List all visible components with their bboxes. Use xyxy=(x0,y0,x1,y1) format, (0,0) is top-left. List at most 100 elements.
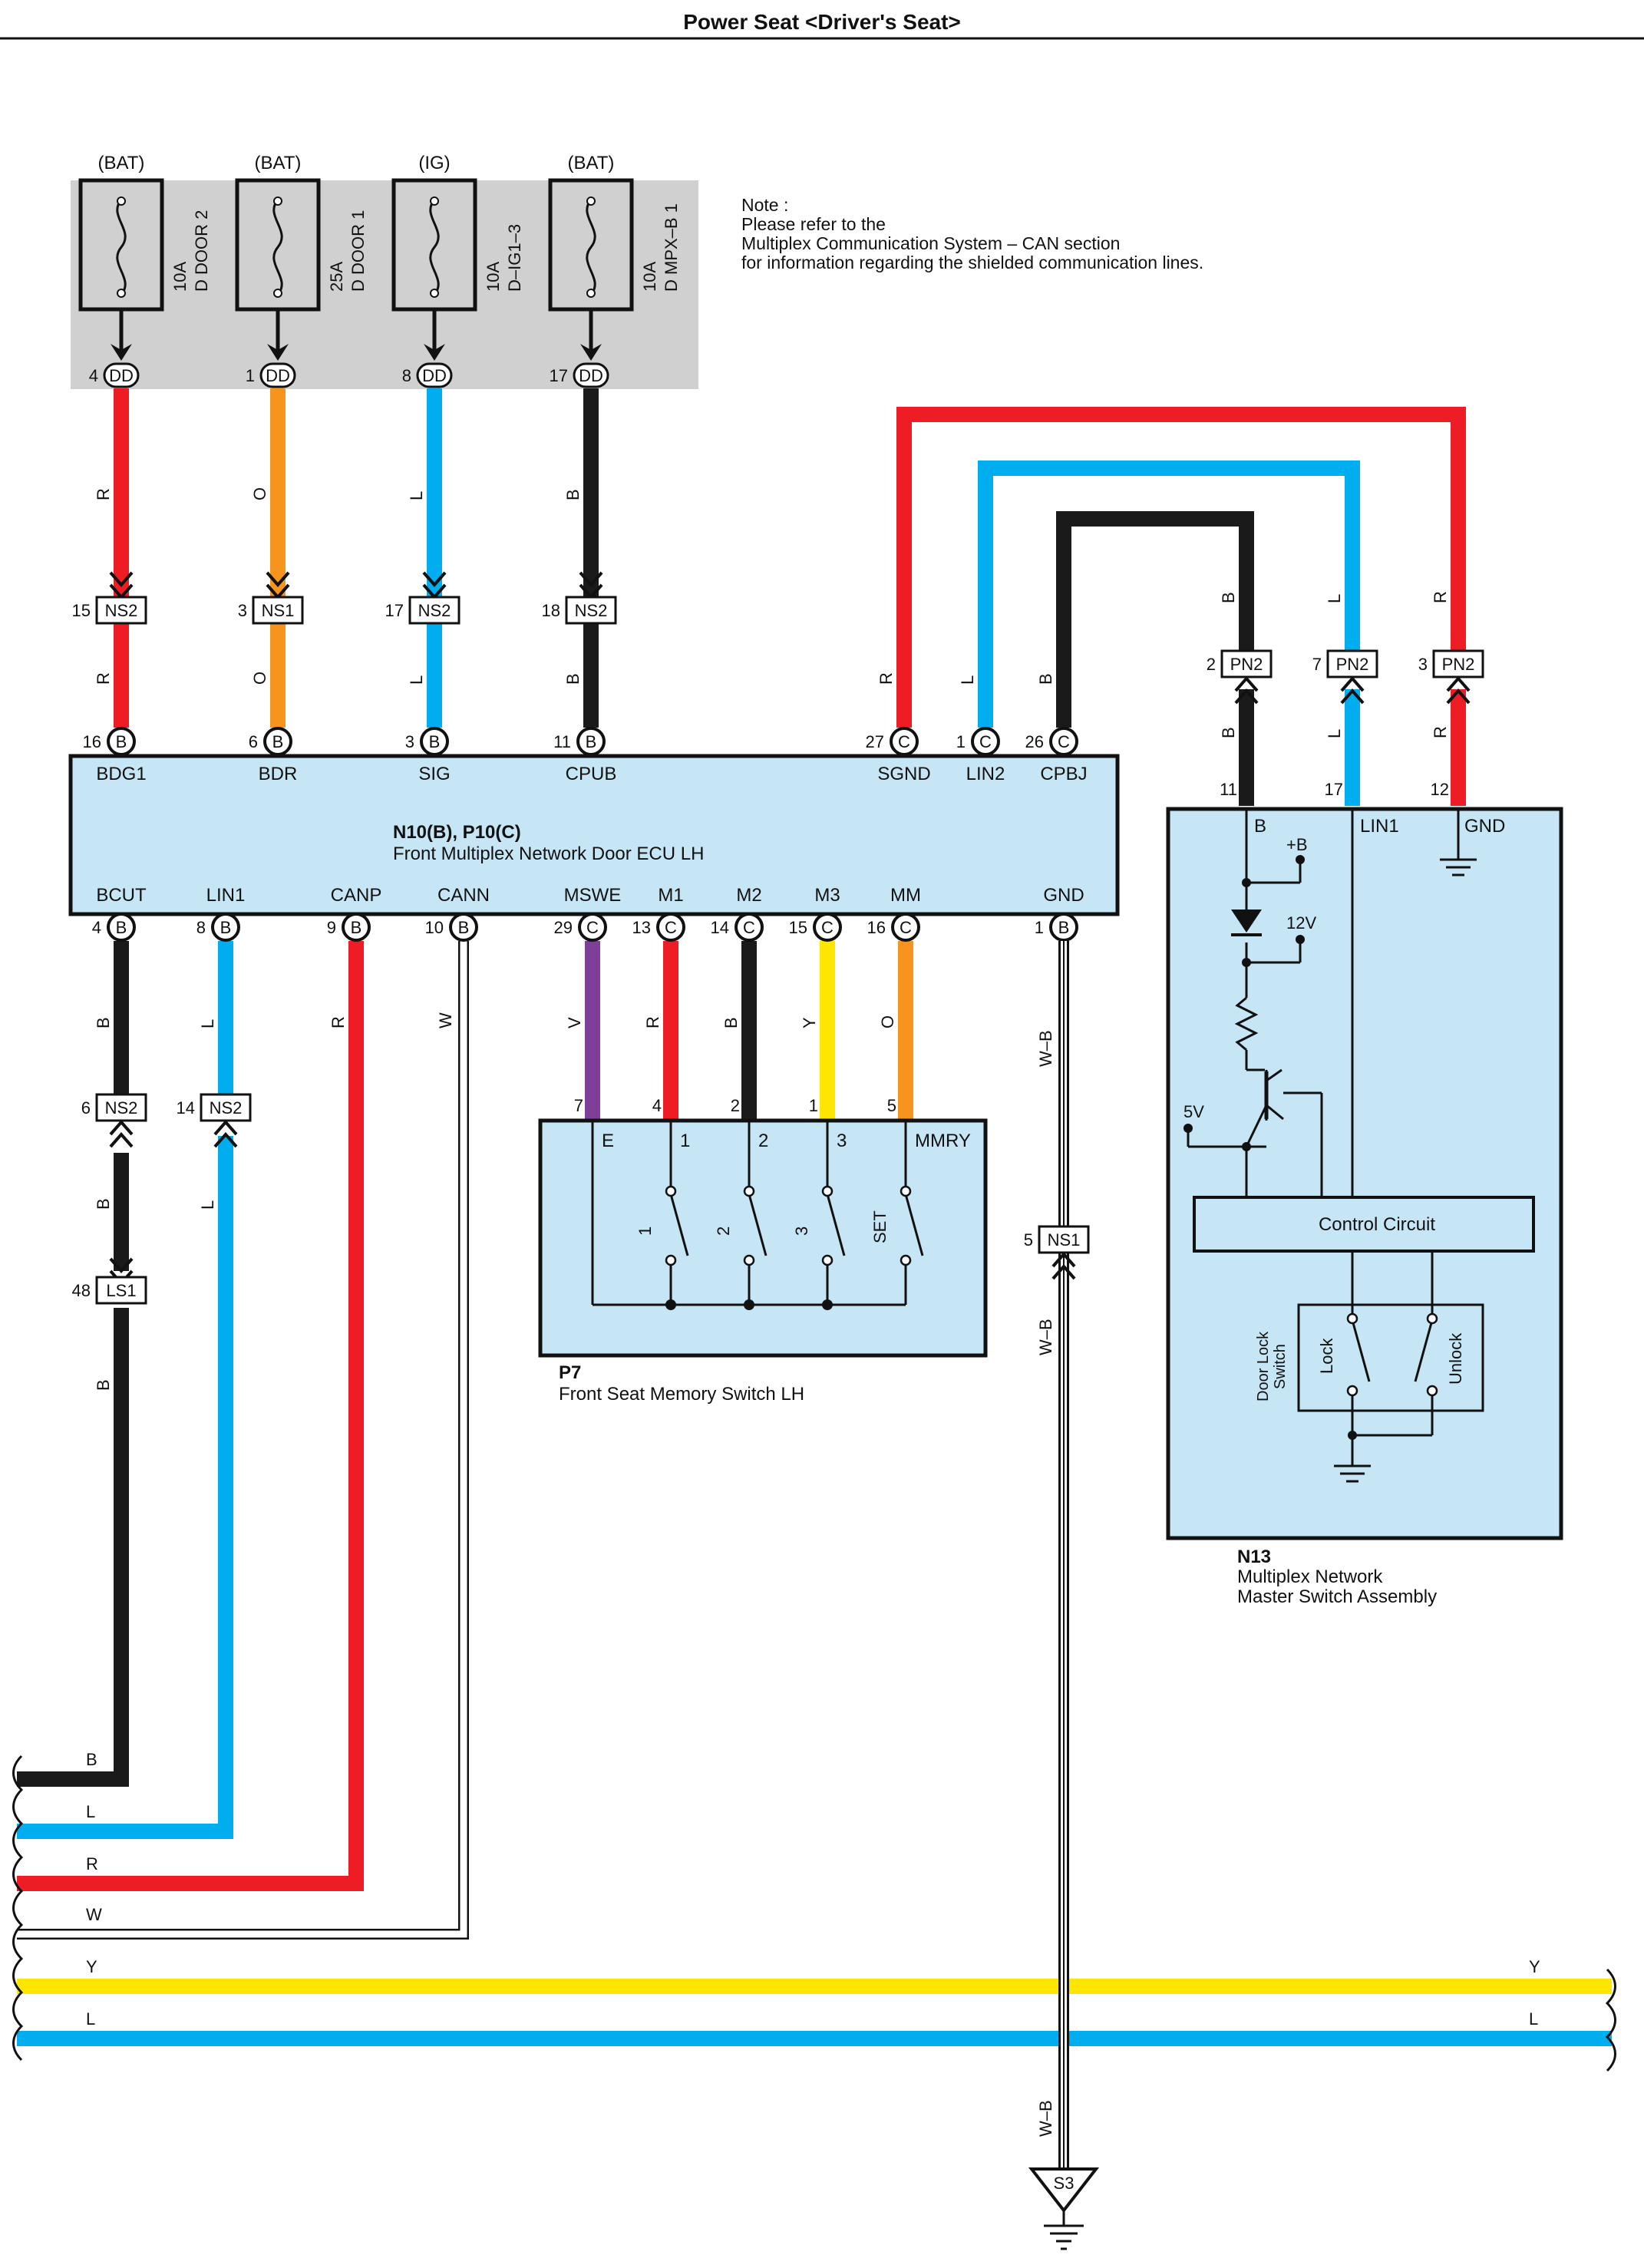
note: Note : Please refer to the Multiplex Com… xyxy=(741,195,1203,272)
diagram-label: B xyxy=(1036,673,1055,685)
diagram-label: 5V xyxy=(1183,1102,1204,1121)
diagram-label: DD xyxy=(579,366,603,385)
diagram-label: B xyxy=(1219,727,1238,738)
diagram-label: DD xyxy=(266,366,290,385)
diagram-label: NS2 xyxy=(575,601,608,620)
ground-s3: S3 xyxy=(1028,2167,1100,2250)
ecu-ref: N10(B), P10(C) xyxy=(393,822,521,843)
diagram-label: 11 xyxy=(553,732,571,751)
diagram-label: NS1 xyxy=(1048,1230,1081,1250)
diagram-label: 7 xyxy=(1312,655,1322,674)
diagram-label: Lock xyxy=(1317,1338,1336,1374)
diagram-label: LS1 xyxy=(106,1281,136,1300)
bus-lines xyxy=(17,1973,1612,2052)
diagram-label: R xyxy=(328,1016,348,1028)
diagram-label: W xyxy=(436,1012,455,1028)
diagram-label: BDR xyxy=(259,764,298,784)
diagram-label: 1 xyxy=(680,1131,690,1151)
ecu-to-master-wires xyxy=(896,407,1466,806)
diagram-label: C xyxy=(586,918,599,937)
fuse-icon xyxy=(116,199,127,295)
diagram-label: 3 xyxy=(405,732,414,751)
diagram-label: L xyxy=(1529,2009,1538,2029)
diagram-label: BDG1 xyxy=(96,764,146,784)
diagram-label: 8 xyxy=(196,918,206,937)
fuse-source: (BAT) xyxy=(98,153,145,173)
fuse-rating: 10A xyxy=(170,262,190,292)
page-title: Power Seat <Driver's Seat> xyxy=(683,10,961,34)
diagram-label: R xyxy=(643,1016,662,1028)
diagram-label: 13 xyxy=(632,918,651,937)
diagram-label: 26 xyxy=(1025,732,1044,751)
diagram-label: W xyxy=(86,1905,102,1924)
diagram-label: 11 xyxy=(1220,780,1237,799)
diagram-label: CANN xyxy=(437,885,490,906)
diagram-label: 1 xyxy=(246,366,255,385)
diagram-label: L xyxy=(86,2009,95,2029)
fuse-icon xyxy=(272,199,283,295)
diagram-label: B xyxy=(586,732,597,751)
diagram-label: L xyxy=(86,1802,95,1821)
diagram-label: 15 xyxy=(789,918,807,937)
diagram-label: 17 xyxy=(550,366,568,385)
diagram-label: 9 xyxy=(327,918,336,937)
diagram-label: C xyxy=(665,918,677,937)
diagram-label: 3 xyxy=(238,601,247,620)
lower-wires xyxy=(17,941,913,1940)
diagram-label: R xyxy=(876,672,896,685)
diagram-label: GND xyxy=(1464,816,1505,837)
upper-wire-color-labels: R O L B R O L B xyxy=(94,487,583,685)
diagram-label: Unlock xyxy=(1446,1332,1465,1385)
diagram-label: C xyxy=(900,918,912,937)
right-break-mark xyxy=(1605,1968,1616,2072)
diagram-label: LIN1 xyxy=(1360,816,1399,837)
diagram-label: E xyxy=(602,1131,614,1151)
fuse-name: D DOOR 1 xyxy=(348,210,368,292)
diagram-label: Multiplex Communication System – CAN sec… xyxy=(741,233,1120,253)
diagram-label: 3 xyxy=(792,1226,811,1236)
diagram-label: BCUT xyxy=(96,885,147,906)
diagram-label: PN2 xyxy=(1230,655,1263,674)
diagram-label: 3 xyxy=(1418,655,1428,674)
diagram-label: 29 xyxy=(554,918,573,937)
diagram-label: C xyxy=(979,732,992,751)
diagram-label: B xyxy=(429,732,441,751)
diagram-label: SET xyxy=(870,1210,890,1243)
diagram-label: Y xyxy=(1529,1957,1540,1976)
diagram-label: R xyxy=(94,488,113,500)
master-switch: 11 17 12 B LIN1 GND xyxy=(1166,780,1563,1607)
diagram-label: M3 xyxy=(814,885,840,906)
diagram-label: L xyxy=(958,675,977,685)
diagram-label: 2 xyxy=(714,1226,733,1236)
diagram-label: SIG xyxy=(418,764,450,784)
diagram-label: 6 xyxy=(249,732,258,751)
diagram-label: L xyxy=(1325,594,1344,603)
bus-labels: B L R W Y L Y L xyxy=(86,1750,1540,2029)
fuse-rating: 10A xyxy=(484,262,503,292)
fuse-leads xyxy=(119,309,593,355)
master-switch-name-2: Master Switch Assembly xyxy=(1237,1586,1437,1607)
fuse-d-door-1: (BAT) 25A D DOOR 1 xyxy=(235,153,368,312)
fuse-rating: 25A xyxy=(327,262,346,292)
diagram-label: 10 xyxy=(425,918,444,937)
diagram-label: NS2 xyxy=(418,601,451,620)
diagram-label: 7 xyxy=(574,1096,583,1115)
diagram-label: 15 xyxy=(72,601,91,620)
diagram-label: 6 xyxy=(81,1098,91,1117)
diagram-label: B xyxy=(351,918,362,937)
master-switch-ref: N13 xyxy=(1237,1547,1271,1567)
diagram-label: 2 xyxy=(1207,655,1216,674)
diagram-label: O xyxy=(250,672,269,685)
diagram-label: Please refer to the xyxy=(741,214,886,234)
diagram-label: R xyxy=(86,1854,98,1873)
diagram-label: Y xyxy=(800,1017,819,1028)
fuse-d-mpx-b-1: (BAT) 10A D MPX–B 1 xyxy=(548,153,681,312)
diagram-label: PN2 xyxy=(1442,655,1475,674)
fuse-name: D DOOR 2 xyxy=(192,210,211,292)
diagram-label: NS2 xyxy=(105,1098,138,1117)
diagram-label: 14 xyxy=(711,918,729,937)
diagram-label: B xyxy=(563,489,583,500)
diagram-label: 5 xyxy=(1024,1230,1033,1250)
diagram-label: Control Circuit xyxy=(1319,1214,1435,1235)
diagram-label: 4 xyxy=(652,1096,662,1115)
